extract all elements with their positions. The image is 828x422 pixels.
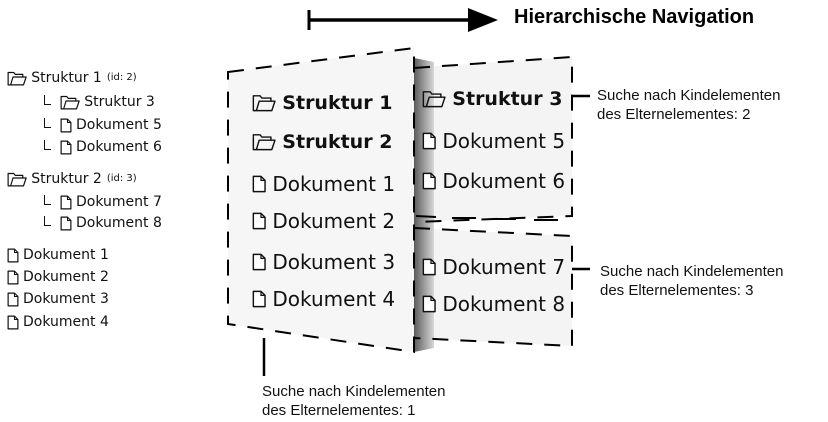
panel-item: Dokument 7: [422, 255, 565, 279]
document-icon: [7, 248, 19, 263]
panel-item: Dokument 5: [422, 129, 565, 153]
note-level2b-line2: des Elternelementes: 3: [600, 282, 754, 299]
panel-item-label: Dokument 8: [442, 292, 566, 316]
panel-item-label: Struktur 1: [282, 92, 393, 114]
tree-item-label: Dokument 4: [23, 314, 109, 330]
tree-connector: [44, 195, 51, 205]
note-level1: Suche nach Kindelementen des Elterneleme…: [262, 382, 445, 420]
panel-item-label: Dokument 5: [442, 129, 566, 153]
document-icon: [7, 315, 19, 330]
tree-item-label: Dokument 1: [23, 247, 109, 263]
note-level1-line1: Suche nach Kindelementen: [262, 383, 446, 400]
document-icon: [60, 140, 72, 155]
panel-item: Dokument 2: [252, 209, 395, 233]
tree-folder-item: Struktur 2 (id: 3): [7, 171, 137, 187]
folder-icon: [60, 95, 80, 110]
child-panel-3-border: [413, 227, 573, 348]
document-icon: [422, 172, 436, 190]
document-icon: [252, 175, 266, 193]
note-level2b: Suche nach Kindelementen des Elterneleme…: [600, 262, 783, 300]
note-level2a-line2: des Elternelementes: 2: [597, 106, 751, 123]
folder-icon: [252, 133, 276, 151]
panel-item: Dokument 8: [422, 292, 565, 316]
document-icon: [422, 132, 436, 150]
tree-connector: [44, 140, 51, 150]
tree-document-item: Dokument 6: [44, 139, 162, 155]
tree-document-item: Dokument 3: [7, 291, 109, 307]
panel-shadow: [414, 58, 434, 352]
tree-document-item: Dokument 5: [44, 117, 162, 133]
tree-item-label: Dokument 5: [76, 117, 162, 133]
panel-item: Dokument 1: [252, 172, 395, 196]
document-icon: [422, 258, 436, 276]
panel-item: Dokument 3: [252, 250, 395, 274]
tree-folder-item: Struktur 3: [44, 94, 155, 110]
folder-icon: [7, 71, 27, 86]
tree-item-label: Struktur 1: [31, 70, 102, 86]
note-level2a: Suche nach Kindelementen des Elterneleme…: [597, 86, 780, 124]
panel-item-label: Dokument 1: [272, 172, 396, 196]
tree-item-label: Dokument 7: [76, 194, 162, 210]
note-level1-line2: des Elternelementes: 1: [262, 402, 416, 419]
tree-document-item: Dokument 7: [44, 194, 162, 210]
diagram-title: Hierarchische Navigation: [514, 6, 755, 28]
document-icon: [60, 118, 72, 133]
child-panel-3-background: [410, 228, 572, 346]
root-panel-background: [228, 48, 414, 352]
tree-connector: [44, 95, 51, 105]
tree-document-item: Dokument 1: [7, 247, 109, 263]
tree-connector: [44, 216, 51, 226]
tree-connector: [44, 118, 51, 128]
folder-icon: [252, 94, 276, 112]
tree-document-item: Dokument 8: [44, 215, 162, 231]
document-icon: [7, 270, 19, 285]
document-icon: [422, 295, 436, 313]
document-icon: [60, 195, 72, 210]
panel-item: Dokument 4: [252, 287, 395, 311]
panel-item: Struktur 1: [252, 92, 392, 114]
document-icon: [252, 290, 266, 308]
root-panel-border: [227, 46, 415, 354]
tree-item-label: Dokument 3: [23, 291, 109, 307]
panel-item: Dokument 6: [422, 169, 565, 193]
panel-item-label: Dokument 3: [272, 250, 396, 274]
panel-item-label: Struktur 3: [452, 88, 563, 110]
tree-folder-item: Struktur 1 (id: 2): [7, 70, 137, 86]
navigation-arrow: [307, 8, 498, 32]
tree-item-label: Struktur 2: [31, 171, 102, 187]
tree-item-id: (id: 2): [106, 72, 137, 83]
tree-item-id: (id: 3): [106, 173, 137, 184]
panel-item: Struktur 3: [422, 88, 562, 110]
document-icon: [252, 212, 266, 230]
panel-item-label: Dokument 7: [442, 255, 566, 279]
note-level2b-line1: Suche nach Kindelementen: [600, 263, 784, 280]
tree-document-item: Dokument 2: [7, 269, 109, 285]
document-icon: [60, 216, 72, 231]
tree-item-label: Dokument 8: [76, 215, 162, 231]
panel-item-label: Struktur 2: [282, 131, 393, 153]
tree-item-label: Struktur 3: [84, 94, 155, 110]
panel-item-label: Dokument 4: [272, 287, 396, 311]
panel-item-label: Dokument 2: [272, 209, 396, 233]
tree-item-label: Dokument 6: [76, 139, 162, 155]
folder-icon: [7, 172, 27, 187]
panel-separator: [415, 215, 558, 221]
note-level2a-line1: Suche nach Kindelementen: [597, 87, 781, 104]
tree-item-label: Dokument 2: [23, 269, 109, 285]
folder-icon: [422, 90, 446, 108]
tree-document-item: Dokument 4: [7, 314, 109, 330]
panel-item-label: Dokument 6: [442, 169, 566, 193]
document-icon: [252, 253, 266, 271]
document-icon: [7, 292, 19, 307]
child-panel-2-background: [410, 57, 572, 222]
panel-item: Struktur 2: [252, 131, 392, 153]
